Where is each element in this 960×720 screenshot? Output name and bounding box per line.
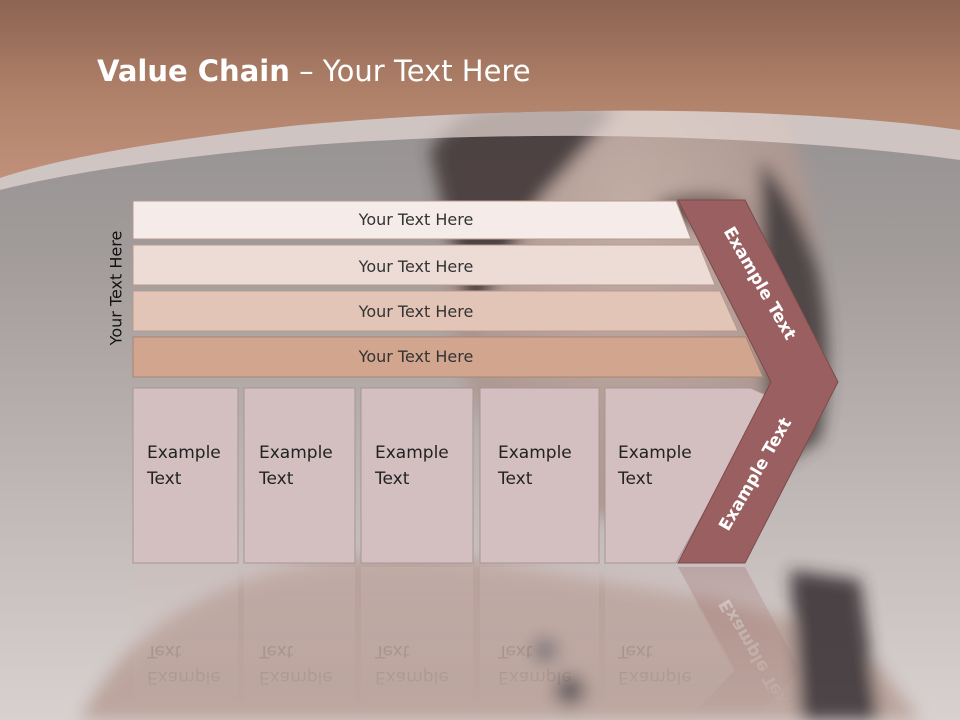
column-text-line2: Text xyxy=(497,469,533,489)
band-label: Your Text Here xyxy=(358,302,474,321)
column-text-line1: Example xyxy=(618,443,692,463)
band-label: Your Text Here xyxy=(358,257,474,276)
reflection-text: Text xyxy=(258,641,294,661)
reflection-text: Example xyxy=(147,667,221,687)
column-text-line1: Example xyxy=(498,443,572,463)
column-3[interactable]: Example Text xyxy=(360,387,474,564)
reflection-text: Text xyxy=(146,641,182,661)
column-text-line1: Example xyxy=(147,443,221,463)
band-2[interactable]: Your Text Here xyxy=(132,244,716,286)
reflection-text: Example xyxy=(375,667,449,687)
reflection-text: Example xyxy=(498,667,572,687)
reflection-text: Text xyxy=(497,641,533,661)
band-3[interactable]: Your Text Here xyxy=(132,290,739,332)
column-2[interactable]: Example Text xyxy=(243,387,356,564)
slide-title: Value Chain – Your Text Here xyxy=(97,54,531,88)
column-text-line2: Text xyxy=(374,469,410,489)
column-text-line1: Example xyxy=(375,443,449,463)
diagram-reflection: Example Text Example Text Example Text E… xyxy=(133,567,800,720)
band-4[interactable]: Your Text Here xyxy=(132,336,764,378)
column-text-line2: Text xyxy=(146,469,182,489)
band-label: Your Text Here xyxy=(358,347,474,366)
band-1[interactable]: Your Text Here xyxy=(132,200,692,240)
column-4[interactable]: Example Text xyxy=(479,387,600,564)
column-1[interactable]: Example Text xyxy=(132,387,239,564)
header-banner xyxy=(0,0,960,190)
column-text-line2: Text xyxy=(258,469,294,489)
reflection-text: Example xyxy=(259,667,333,687)
reflection-text: Text xyxy=(617,641,653,661)
column-text-line2: Text xyxy=(617,469,653,489)
column-text-line1: Example xyxy=(259,443,333,463)
band-label: Your Text Here xyxy=(358,210,474,229)
reflection-text: Example xyxy=(618,667,692,687)
reflection-text: Text xyxy=(374,641,410,661)
